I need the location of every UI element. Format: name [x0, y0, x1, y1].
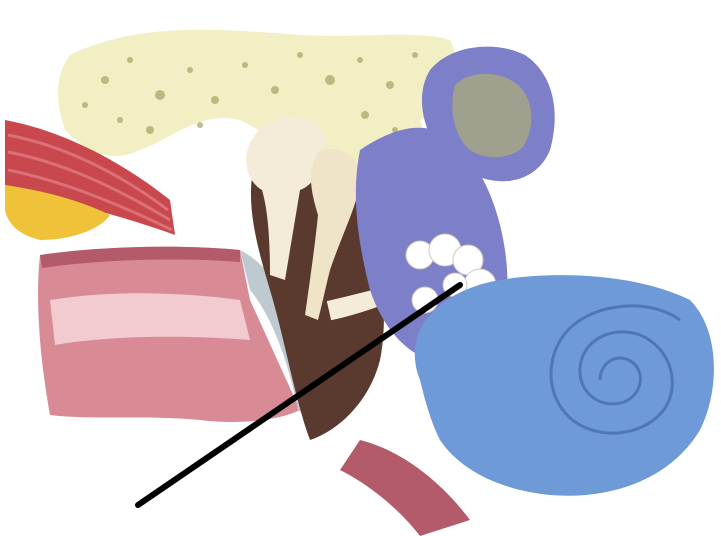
eustachian-tube	[340, 440, 470, 536]
cochlea	[415, 275, 714, 496]
